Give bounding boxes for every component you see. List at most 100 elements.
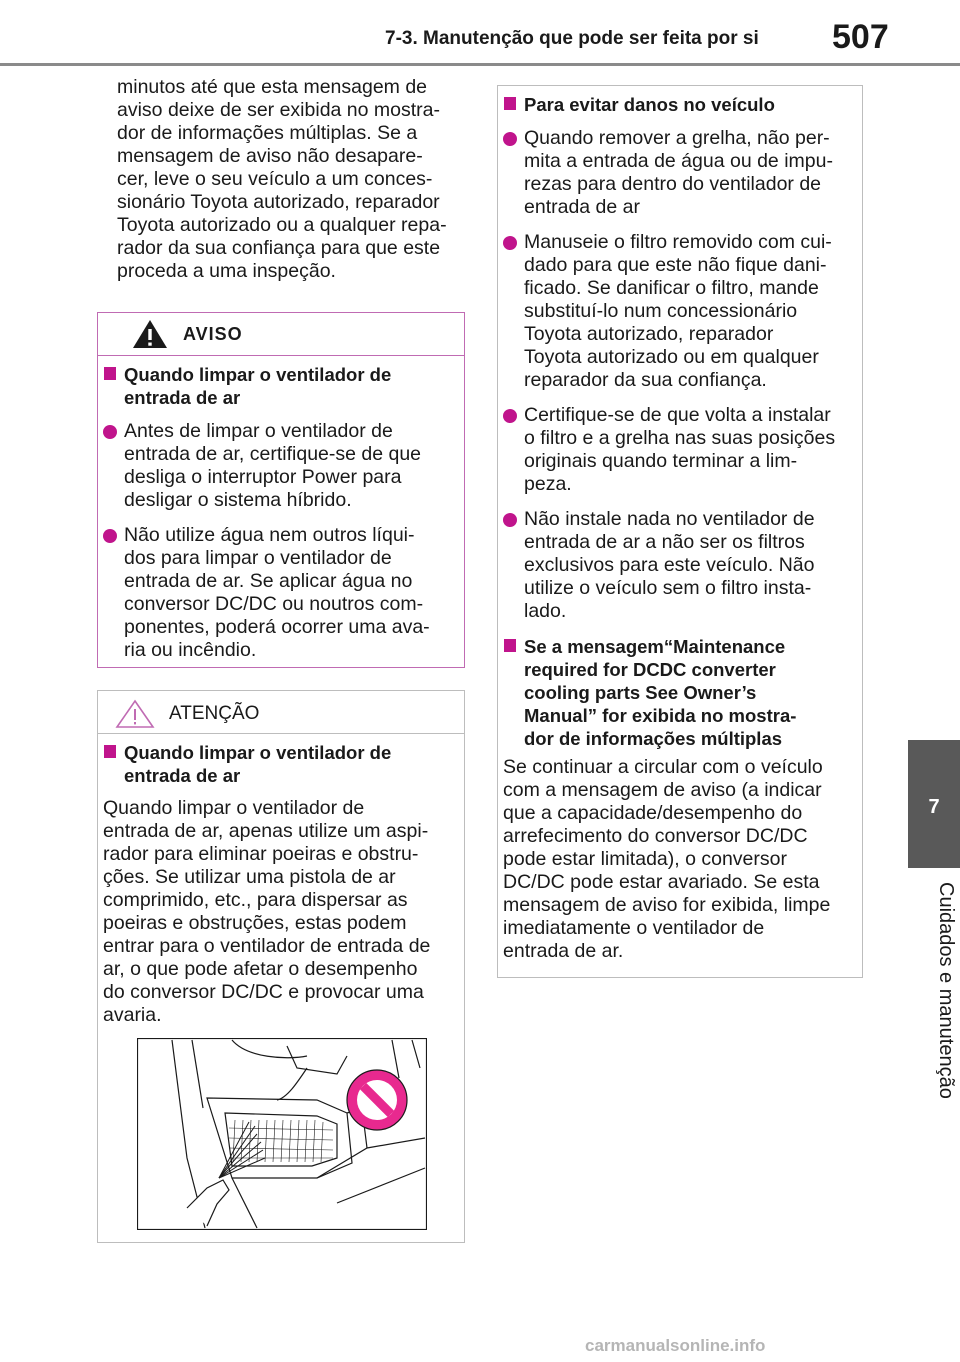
text-line: entrada de ar. (503, 940, 624, 962)
list-item: Quando remover a grelha, não per- mita a… (503, 127, 856, 219)
caution-label: ATENÇÃO (169, 703, 260, 724)
text-line: ções. Se utilizar uma pistola de ar (103, 866, 396, 888)
text-line: entrada de ar. Se aplicar água no (124, 570, 413, 592)
text-line: Certifique-se de que volta a instalar (524, 404, 831, 426)
warning-label: AVISO (183, 324, 243, 344)
text-line: Antes de limpar o ventilador de (124, 420, 393, 442)
text-line: rador da sua confiança para que este (117, 237, 441, 259)
text-line: rezas para dentro do ventilador de (524, 173, 822, 195)
list-item: Não instale nada no ventilador de entrad… (503, 508, 856, 623)
circle-bullet-icon (503, 236, 517, 250)
list-item: Antes de limpar o ventilador de entrada … (103, 420, 458, 512)
watermark: carmanualsonline.info (585, 1336, 766, 1355)
text-line: Quando limpar o ventilador de (103, 797, 365, 819)
text-line: dor de informações múltiplas (524, 728, 783, 749)
list-item: Não utilize água nem outros líqui- dos p… (103, 524, 458, 662)
text-line: substituí-lo num concessionário (524, 300, 798, 322)
text-line: lado. (524, 600, 567, 622)
text-line: Manuseie o filtro removido com cui- (524, 231, 832, 253)
warning-box-header: AVISO (98, 313, 464, 356)
text-line: entrada de ar, certifique-se de que (124, 443, 422, 465)
warning-box: AVISO Quando limpar o ventilador de entr… (97, 312, 465, 668)
text-line: poeiras e obstruções, estas podem (103, 912, 407, 934)
text-line: pode estar limitada), o conversor (503, 848, 787, 870)
text-line: o filtro e a grelha nas suas posições (524, 427, 836, 449)
text-line: Se a mensagem“Maintenance (524, 636, 786, 657)
text-line: Quando remover a grelha, não per- (524, 127, 830, 149)
text-line: rador para eliminar poeiras e obstru- (103, 843, 419, 865)
text-line: dor de informações múltiplas. Se a (117, 122, 418, 144)
text-line: que a capacidade/desempenho do (503, 802, 803, 824)
text-line: aviso deixe de ser exibida no mostra- (117, 99, 440, 121)
text-line: do conversor DC/DC e provocar uma (103, 981, 424, 1003)
list-item: Certifique-se de que volta a instalar o … (503, 404, 856, 496)
text-line: avaria. (103, 1004, 162, 1026)
text-line: peza. (524, 473, 572, 495)
text-line: comprimido, etc., para dispersar as (103, 889, 408, 911)
text-line: cer, leve o seu veículo a um conces- (117, 168, 433, 190)
text-line: reparador da sua confiança. (524, 369, 767, 391)
circle-bullet-icon (103, 425, 117, 439)
page-number: 507 (832, 18, 889, 56)
section-heading: Para evitar danos no veículo (503, 93, 856, 116)
square-bullet-icon (504, 639, 516, 652)
section-heading: Se a mensagem“Maintenance required for D… (503, 635, 856, 750)
text-line: entrada de ar, apenas utilize um aspi- (103, 820, 429, 842)
text-line: originais quando terminar a lim- (524, 450, 798, 472)
text-line: ficado. Se danificar o filtro, mande (524, 277, 819, 299)
air-intake-cleaning-illustration (137, 1038, 427, 1230)
text-line: entrada de ar (124, 387, 241, 408)
chapter-tab: 7 (908, 740, 960, 868)
text-line: ar, o que pode afetar o desempenho (103, 958, 418, 980)
text-line: arrefecimento do conversor DC/DC (503, 825, 808, 847)
intro-paragraph: minutos até que esta mensagem de aviso d… (117, 76, 467, 283)
text-line: minutos até que esta mensagem de (117, 76, 428, 98)
text-line: exclusivos para este veículo. Não (524, 554, 815, 576)
circle-bullet-icon (503, 409, 517, 423)
circle-bullet-icon (503, 513, 517, 527)
text-line: Toyota autorizado ou em qualquer (524, 346, 819, 368)
text-line: imediatamente o ventilador de (503, 917, 765, 939)
square-bullet-icon (104, 367, 116, 380)
text-line: Toyota autorizado ou a qualquer repa- (117, 214, 447, 236)
text-line: Não instale nada no ventilador de (524, 508, 815, 530)
text-line: entrada de ar (124, 765, 241, 786)
caution-triangle-icon (115, 699, 155, 728)
text-line: Se continuar a circular com o veículo (503, 756, 823, 778)
text-line: entrar para o ventilador de entrada de (103, 935, 431, 957)
text-line: proceda a uma inspeção. (117, 260, 336, 282)
text-line: sionário Toyota autorizado, reparador (117, 191, 440, 213)
square-bullet-icon (504, 97, 516, 110)
text-line: dos para limpar o ventilador de (124, 547, 392, 569)
text-line: com a mensagem de aviso (a indicar (503, 779, 822, 801)
chapter-label: Cuidados e manutenção (935, 882, 957, 1099)
chapter-number: 7 (928, 796, 940, 818)
circle-bullet-icon (103, 529, 117, 543)
text-line: Quando limpar o ventilador de (124, 364, 392, 385)
text-line: Para evitar danos no veículo (524, 94, 775, 115)
caution-paragraph: Quando limpar o ventilador de entrada de… (103, 797, 458, 1027)
text-line: dado para que este não fique dani- (524, 254, 827, 276)
header-rule (0, 63, 960, 66)
text-line: desliga o interruptor Power para (124, 466, 402, 488)
caution-box: ATENÇÃO Quando limpar o ventilador de en… (97, 690, 465, 1243)
text-line: Manual” for exibida no mostra- (524, 705, 797, 726)
square-bullet-icon (104, 745, 116, 758)
text-line: mensagem de aviso for exibida, limpe (503, 894, 831, 916)
text-line: desligar o sistema híbrido. (124, 489, 352, 511)
text-line: Toyota autorizado, reparador (524, 323, 774, 345)
text-line: ponentes, poderá ocorrer uma ava- (124, 616, 430, 638)
section-title: 7-3. Manutenção que pode ser feita por s… (385, 28, 759, 49)
text-line: mensagem de aviso não desapare- (117, 145, 423, 167)
text-line: cooling parts See Owner’s (524, 682, 757, 703)
info-paragraph: Se continuar a circular com o veículo co… (503, 756, 856, 963)
text-line: entrada de ar a não ser os filtros (524, 531, 805, 553)
text-line: Não utilize água nem outros líqui- (124, 524, 415, 546)
text-line: required for DCDC converter (524, 659, 776, 680)
caution-box-header: ATENÇÃO (98, 691, 464, 734)
text-line: utilize o veículo sem o filtro insta- (524, 577, 812, 599)
text-line: entrada de ar (524, 196, 641, 218)
circle-bullet-icon (503, 132, 517, 146)
text-line: DC/DC pode estar avariado. Se esta (503, 871, 820, 893)
text-line: ria ou incêndio. (124, 639, 257, 661)
